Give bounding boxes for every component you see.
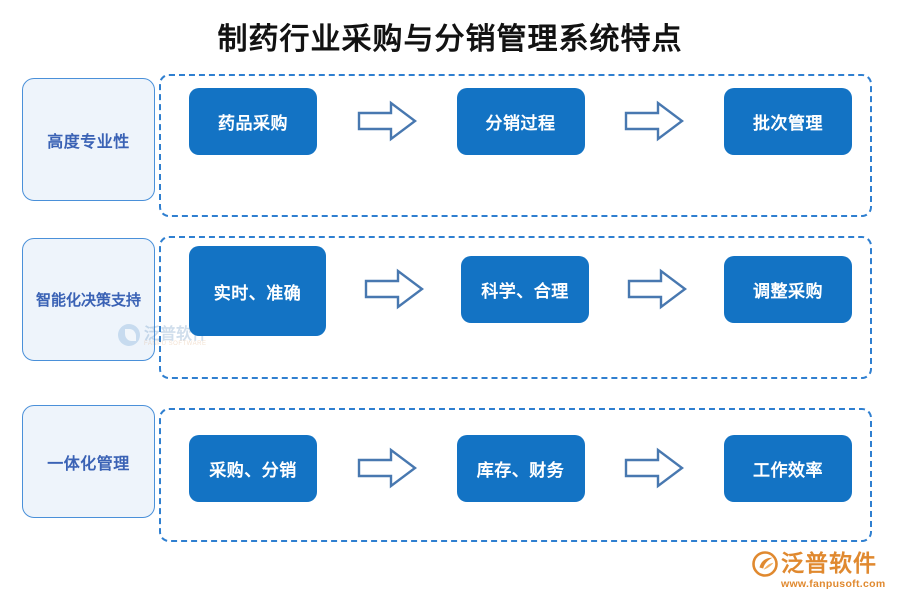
arrow-right-icon-3-1 bbox=[356, 445, 418, 491]
step-label-1-2: 分销过程 bbox=[485, 114, 556, 133]
flow-row-3: 一体化管理 采购、分销 库存、财务 bbox=[0, 404, 900, 544]
category-label-3: 一体化管理 bbox=[47, 455, 130, 473]
step-box-1-1[interactable]: 药品采购 bbox=[189, 88, 317, 155]
arrow-right-icon-3-2 bbox=[623, 445, 685, 491]
step-label-3-1: 采购、分销 bbox=[209, 461, 297, 480]
category-box-1[interactable]: 高度专业性 bbox=[22, 78, 155, 201]
step-label-2-3: 调整采购 bbox=[753, 282, 823, 301]
step-box-1-3[interactable]: 批次管理 bbox=[724, 88, 852, 155]
step-label-1-3: 批次管理 bbox=[753, 114, 823, 133]
logo-name: 泛普软件 bbox=[781, 551, 877, 576]
step-box-3-3[interactable]: 工作效率 bbox=[724, 435, 852, 502]
step-box-1-2[interactable]: 分销过程 bbox=[456, 88, 585, 155]
flow-row-1: 高度专业性 药品采购 分销过程 bbox=[0, 74, 900, 222]
logo-url: www.fanpusoft.com bbox=[781, 578, 886, 590]
step-box-3-1[interactable]: 采购、分销 bbox=[189, 435, 317, 502]
category-box-3[interactable]: 一体化管理 bbox=[22, 405, 155, 518]
arrow-right-icon-2-2 bbox=[626, 266, 688, 312]
step-label-2-1: 实时、准确 bbox=[213, 283, 302, 303]
category-label-2: 智能化决策支持 bbox=[35, 293, 141, 309]
flow-container-1: 药品采购 分销过程 bbox=[159, 74, 872, 217]
brand-logo: 泛普软件 www.fanpusoft.com bbox=[752, 551, 892, 595]
flow-row-2: 智能化决策支持 实时、准确 科学、合理 bbox=[0, 236, 900, 384]
step-box-2-1[interactable]: 实时、准确 bbox=[189, 246, 326, 336]
fanpu-logo-icon bbox=[752, 551, 778, 577]
step-box-2-3[interactable]: 调整采购 bbox=[724, 256, 852, 323]
page-title: 制药行业采购与分销管理系统特点 bbox=[217, 23, 683, 56]
category-box-2[interactable]: 智能化决策支持 bbox=[22, 238, 155, 361]
arrow-right-icon-2-1 bbox=[363, 266, 425, 312]
arrow-right-icon-1-2 bbox=[623, 98, 685, 144]
arrow-right-icon-1-1 bbox=[356, 98, 418, 144]
flow-container-3: 采购、分销 库存、财务 bbox=[159, 408, 872, 542]
category-label-1: 高度专业性 bbox=[47, 133, 130, 151]
step-label-3-3: 工作效率 bbox=[753, 461, 823, 480]
step-label-3-2: 库存、财务 bbox=[476, 461, 565, 480]
step-box-2-2[interactable]: 科学、合理 bbox=[461, 256, 589, 323]
step-box-3-2[interactable]: 库存、财务 bbox=[456, 435, 585, 502]
step-label-1-1: 药品采购 bbox=[218, 114, 288, 133]
flow-container-2: 实时、准确 科学、合理 bbox=[159, 236, 872, 379]
step-label-2-2: 科学、合理 bbox=[481, 282, 569, 301]
